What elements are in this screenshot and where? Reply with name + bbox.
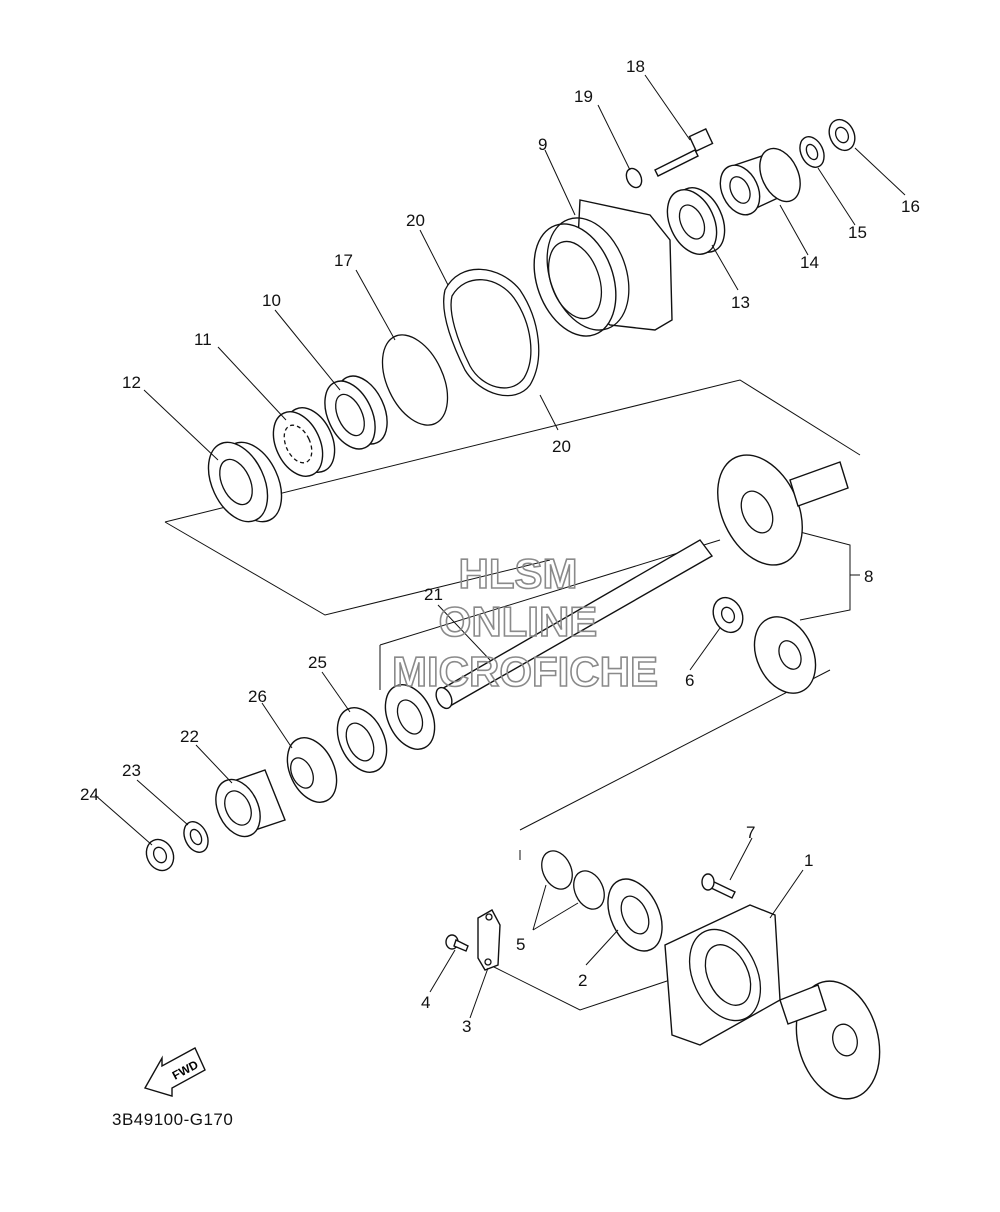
callout-7: 7 [746, 823, 755, 842]
callout-20-top: 20 [406, 211, 425, 230]
watermark-line-1: HLSM [459, 550, 578, 597]
part-24-nut [145, 838, 175, 872]
part-20-gasket [443, 268, 540, 397]
callout-9: 9 [538, 135, 547, 154]
callout-2: 2 [578, 971, 587, 990]
watermark-line-2: ONLINE [439, 598, 598, 645]
part-8-bevel-gear-upper [717, 454, 849, 566]
part-9-housing [533, 199, 673, 337]
part-17-o-ring [381, 334, 449, 426]
part-3-plate [477, 909, 501, 971]
callout-3: 3 [462, 1017, 471, 1036]
part-21-shaft [435, 539, 714, 710]
part-10-ball-bearing [324, 375, 388, 450]
part-12-bearing [207, 441, 283, 523]
part-23-washer [183, 821, 209, 853]
part-8-bevel-gear-lower [753, 616, 817, 694]
callout-5: 5 [516, 935, 525, 954]
part-11-spline-collar [272, 407, 336, 477]
part-5-shim [541, 850, 605, 910]
callout-24: 24 [80, 785, 99, 804]
callout-17: 17 [334, 251, 353, 270]
callout-14: 14 [800, 253, 819, 272]
part-22-needle-bearing [215, 769, 286, 838]
callout-23: 23 [122, 761, 141, 780]
callout-6: 6 [685, 671, 694, 690]
callout-25: 25 [308, 653, 327, 672]
part-1-gear-wheel [779, 980, 881, 1100]
part-13-bearing [666, 187, 726, 255]
watermark: HLSM ONLINE MICROFICHE [391, 549, 659, 696]
part-14-collar [719, 147, 801, 216]
callout-16: 16 [901, 197, 920, 216]
part-18-bolt [654, 128, 714, 177]
part-19-washer [625, 167, 643, 189]
callout-12: 12 [122, 373, 141, 392]
part-25-bearing [384, 684, 436, 750]
callout-20-bottom: 20 [552, 437, 571, 456]
leader-lines [94, 74, 906, 1019]
callout-15: 15 [848, 223, 867, 242]
watermark-line-3: MICROFICHE [392, 648, 658, 695]
part-1-housing [664, 904, 781, 1046]
callout-11: 11 [194, 330, 212, 349]
callout-26: 26 [248, 687, 267, 706]
group-outline-lower [489, 850, 671, 1011]
part-7-bolt [701, 873, 736, 899]
drawing-code: 3B49100-G170 [112, 1110, 233, 1129]
callout-labels: 1 2 3 4 5 6 7 8 9 10 11 12 13 14 15 16 1… [80, 57, 920, 1036]
part-4-screw [445, 934, 469, 952]
part-2-bearing [607, 878, 663, 952]
callout-18: 18 [626, 57, 645, 76]
callout-8: 8 [864, 567, 873, 586]
fwd-arrow-icon: FWD [143, 1047, 206, 1097]
part-6-nut [712, 596, 744, 634]
callout-22: 22 [180, 727, 199, 746]
group-outline-gear [379, 531, 851, 831]
callout-19: 19 [574, 87, 593, 106]
part-15-washer [799, 136, 825, 168]
part-16-nut [828, 118, 856, 152]
callout-1: 1 [804, 851, 813, 870]
part-25-spline-collar [336, 707, 388, 773]
part-26-bearing [286, 737, 338, 803]
callout-10: 10 [262, 291, 281, 310]
group-outline-upper [164, 379, 861, 616]
callout-13: 13 [731, 293, 750, 312]
callout-21: 21 [424, 585, 443, 604]
callout-4: 4 [421, 993, 430, 1012]
